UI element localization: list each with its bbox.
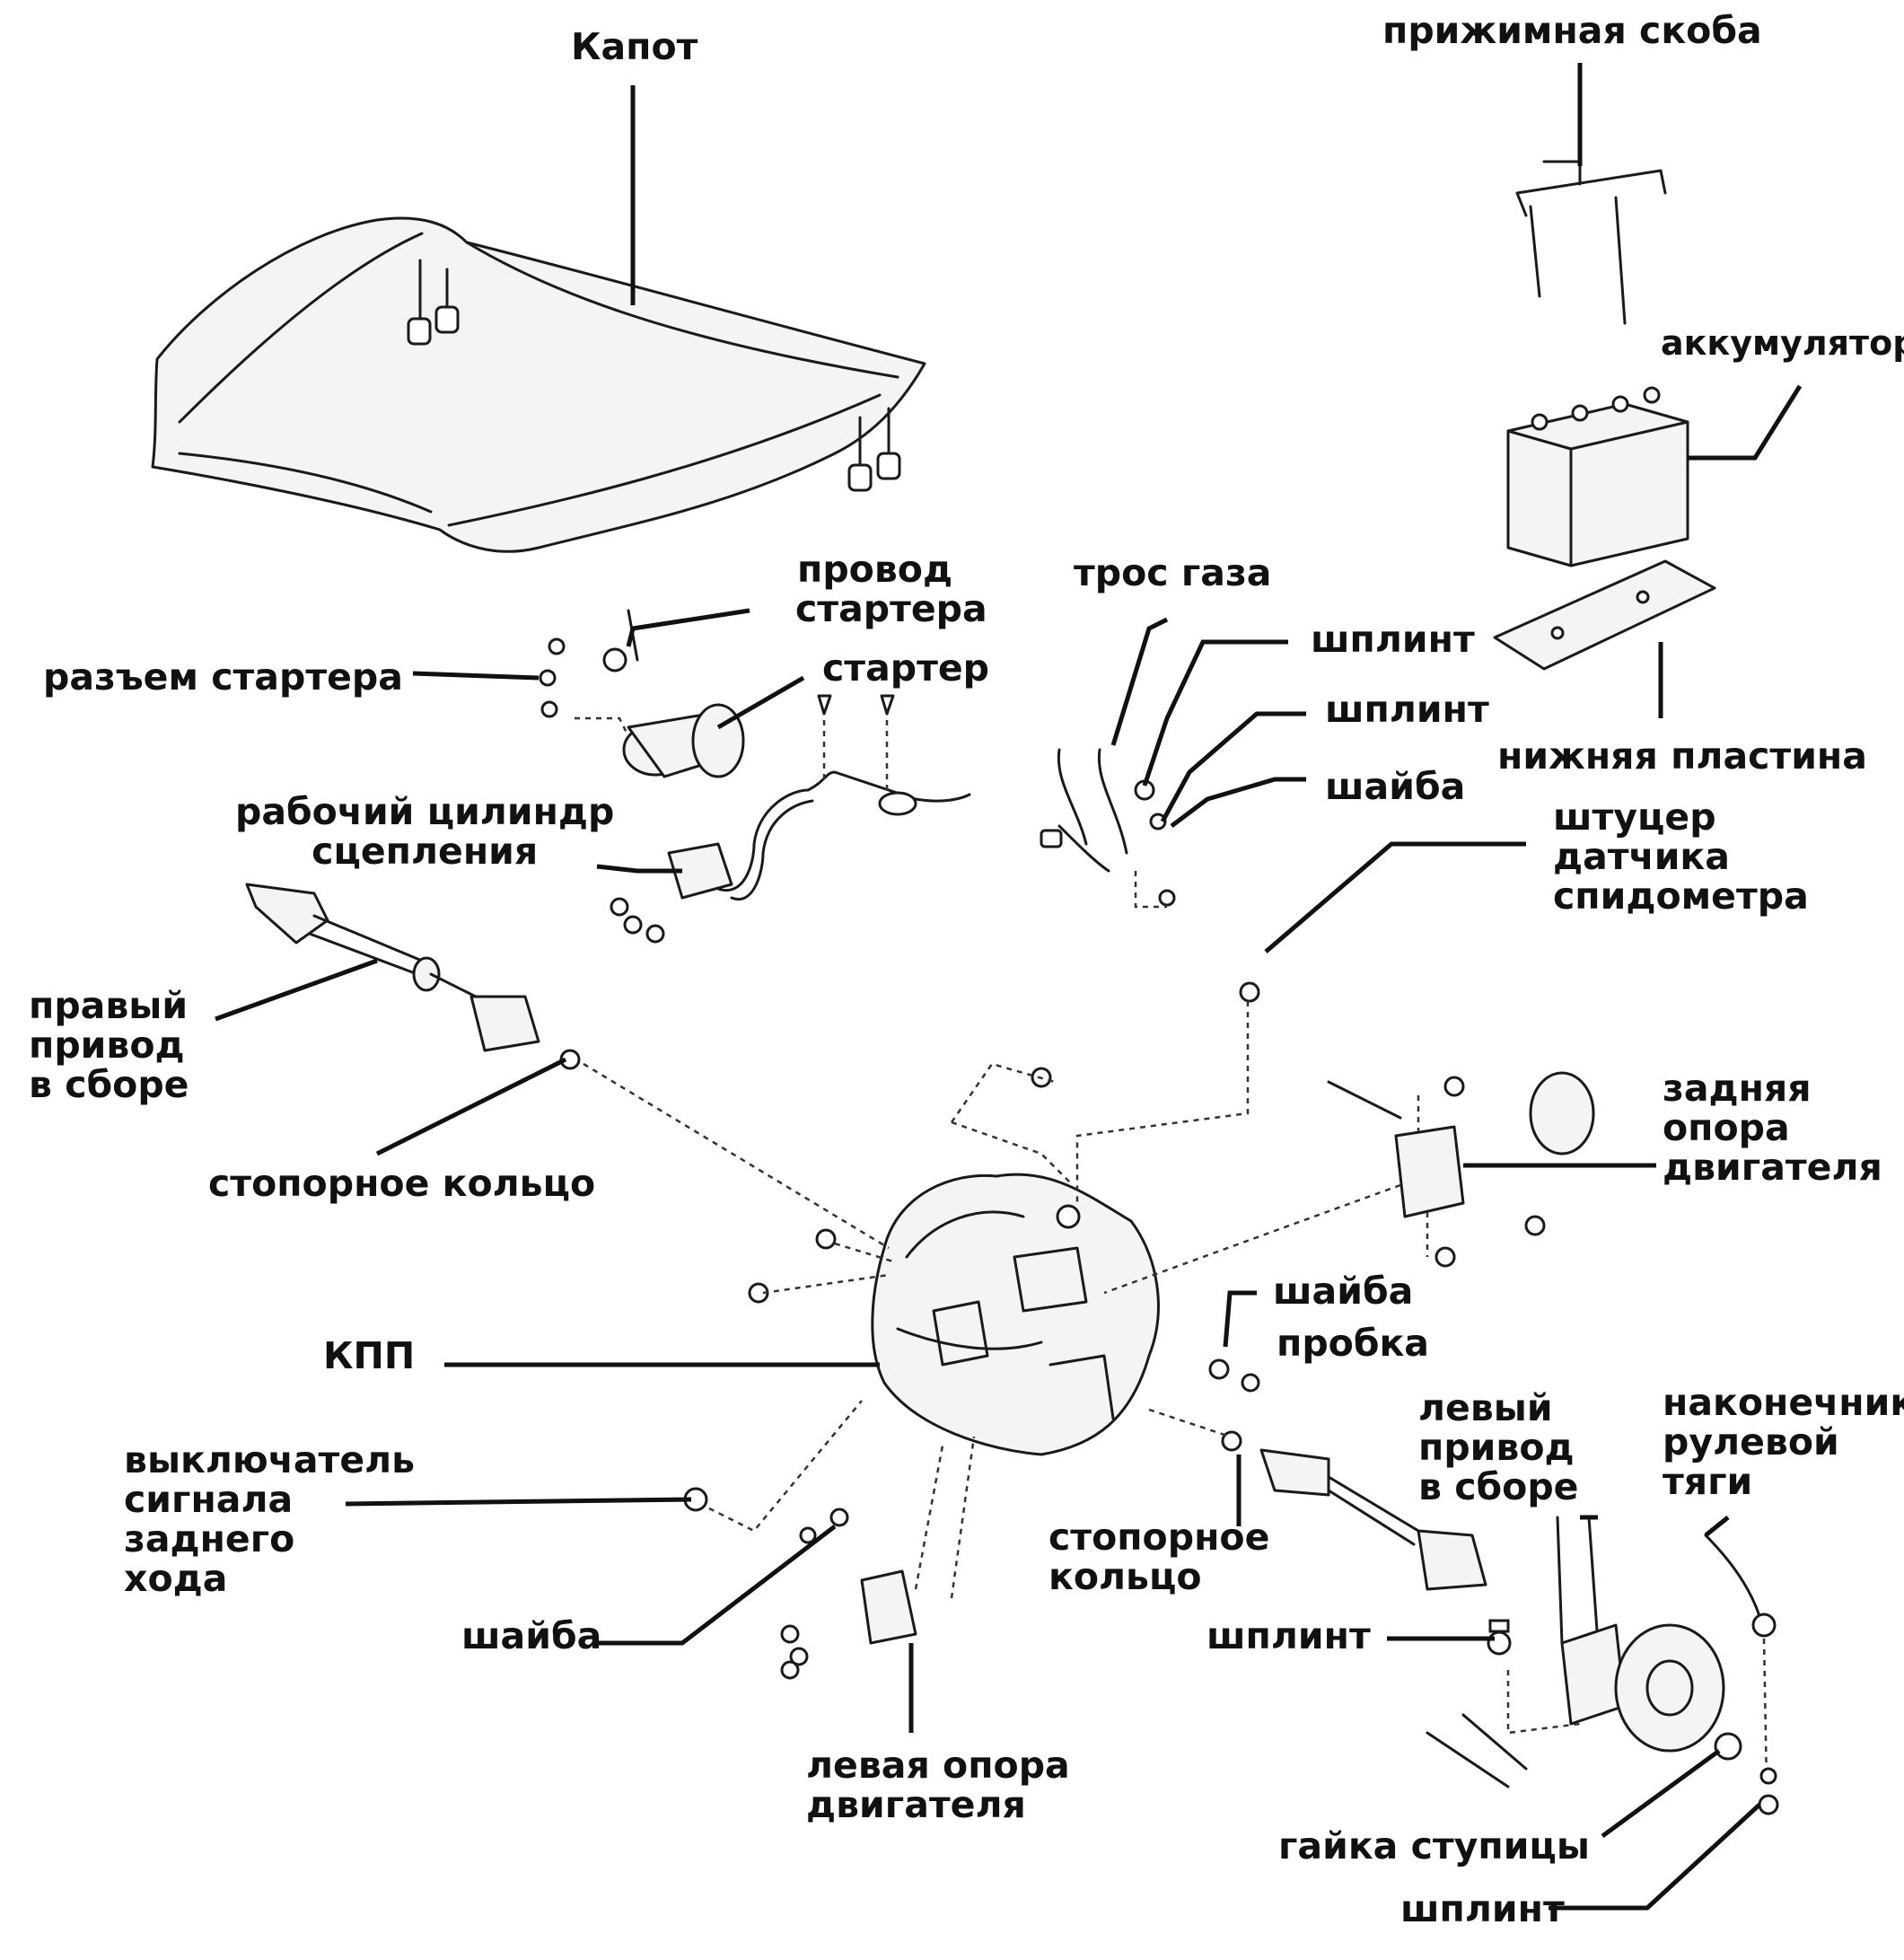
throttle-cable-part [1040,748,1176,909]
starter-part [539,609,745,778]
rear-mount-part [1103,1071,1595,1295]
right-drive-part [245,883,581,1070]
label-reverse-switch: выключатель сигнала заднего хода [124,1438,416,1600]
label-right-drive: правый привод в сборе [29,984,189,1106]
label-washer-1: шайба [1325,765,1466,808]
label-plug: пробка [1277,1322,1429,1365]
assembly-lines [583,1062,894,1295]
label-starter-connector: разъем стартера [43,655,403,699]
battery-part [1506,386,1689,567]
label-starter-wire: провод стартера [795,548,987,630]
label-gearbox: КПП [323,1334,416,1377]
label-washer-3: шайба [461,1614,602,1657]
label-rear-mount: задняя опора двигателя [1663,1067,1882,1189]
label-cotter-pin-3: шплинт [1206,1614,1371,1657]
clamp-part [1515,160,1667,325]
label-left-drive: левый привод в сборе [1418,1386,1579,1508]
label-cotter-pin-2: шплинт [1325,688,1489,731]
label-clamp: прижимная скоба [1382,9,1762,52]
label-tie-rod-end: наконечник рулевой тяги [1663,1381,1904,1503]
label-cotter-pin-4: шплинт [1400,1887,1565,1930]
label-snap-ring-1: стопорное кольцо [208,1162,596,1205]
hub-part [1426,1516,1742,1789]
label-battery: аккумулятор [1661,323,1904,363]
left-mount-part [780,1436,976,1680]
hood-part [151,216,926,553]
clutch-cylinder-part [610,694,971,944]
label-hub-nut: гайка ступицы [1278,1824,1590,1868]
label-throttle-cable: трос газа [1074,551,1272,594]
tie-rod-end-part [1704,1534,1779,1815]
plug-part [1148,1358,1260,1452]
label-starter: стартер [822,646,990,690]
label-washer-2: шайба [1273,1270,1414,1313]
label-hood: Капот [571,25,698,68]
label-clutch-cylinder: рабочий цилиндр сцепления [235,790,615,873]
bottom-plate-part [1493,559,1716,671]
label-cotter-pin-1: шплинт [1311,618,1475,661]
label-snap-ring-2: стопорное кольцо [1049,1516,1270,1598]
gearbox-part [748,1062,1160,1456]
leader-lines [215,63,1803,1911]
reverse-switch-part [683,1400,863,1544]
speedo-fitting-part [1075,981,1260,1203]
label-left-mount: левая опора двигателя [806,1744,1070,1826]
label-speedo-fitting: штуцер датчика спидометра [1553,795,1809,918]
left-drive-part [1259,1448,1487,1591]
label-bottom-plate: нижняя пластина [1497,734,1867,778]
